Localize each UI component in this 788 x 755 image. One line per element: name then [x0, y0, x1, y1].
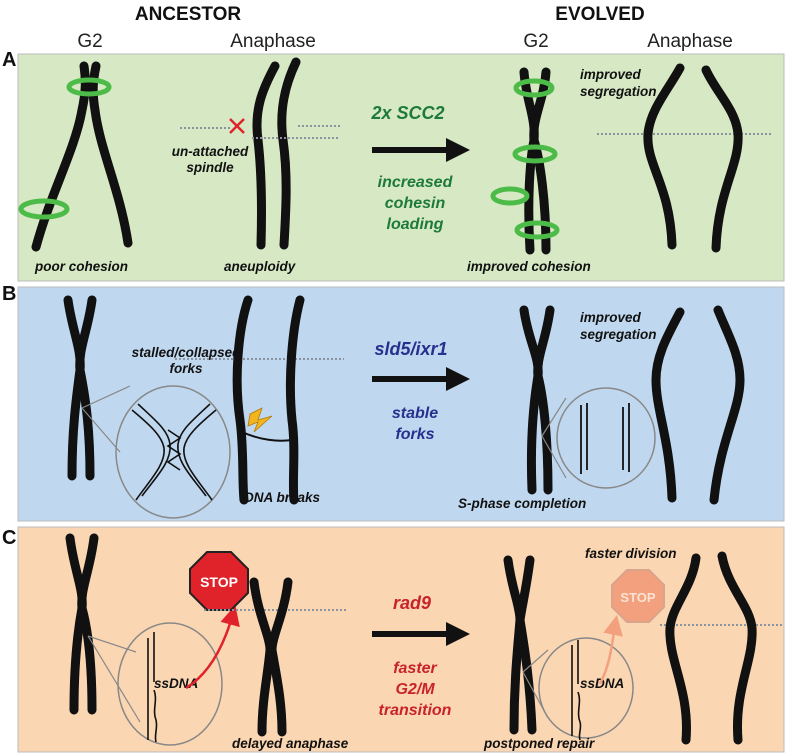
b-stable-fork-zoom	[541, 387, 656, 489]
panel-b: B stalled/collapsed forks DNA breaks	[2, 283, 785, 522]
stop-sign-text: STOP	[200, 574, 238, 590]
effect-line-2: cohesin	[385, 195, 446, 212]
cohesin-ring	[513, 78, 555, 98]
faded-stop-sign-icon: STOP	[611, 569, 665, 623]
label-postponed: postponed repair	[483, 736, 595, 751]
panel-c-letter: C	[2, 527, 16, 549]
label-aneuploidy: aneuploidy	[224, 259, 297, 274]
c-ssdna-zoom	[87, 622, 223, 746]
stop-sign-icon: STOP	[189, 551, 249, 611]
label-improved-seg-2: segregation	[580, 84, 657, 99]
panel-c: C ssDNA STOP delayed anaphase rad9 fas	[2, 526, 785, 753]
label-sphase: S-phase completion	[458, 496, 586, 511]
a-evolved-anaphase-chromosomes	[643, 63, 743, 253]
col-g2-right: G2	[523, 31, 548, 52]
mutation-2x-scc2: 2x SCC2	[370, 103, 444, 123]
label-stalled-1: stalled/collapsed	[132, 345, 242, 360]
c-anaphase-chromosome	[249, 577, 293, 737]
transition-arrowhead	[446, 622, 470, 646]
cohesin-ring	[18, 198, 70, 220]
cohesin-ring	[66, 77, 112, 97]
cohesin-ring	[490, 186, 530, 206]
effect-line-3: transition	[379, 702, 452, 719]
panel-a-letter: A	[2, 49, 16, 71]
a-g2-chromosome	[18, 61, 133, 252]
cohesin-ring	[512, 144, 558, 164]
transition-arrowhead	[446, 138, 470, 162]
b-fork-zoom	[81, 385, 231, 519]
label-improved-seg-1: improved	[580, 67, 642, 82]
effect-line-1: increased	[378, 174, 454, 191]
c-evolved-g2-chromosome	[503, 555, 537, 735]
effect-line-1: faster	[393, 660, 437, 677]
faded-stop-text: STOP	[620, 590, 655, 605]
signal-arrow	[185, 605, 240, 690]
mutation-rad9: rad9	[393, 593, 431, 613]
label-delayed: delayed anaphase	[232, 736, 349, 751]
mutation-sld5-ixr1: sld5/ixr1	[374, 339, 447, 359]
col-anaphase-left: Anaphase	[230, 31, 316, 52]
b-evolved-anaphase-chromosomes	[651, 305, 745, 505]
label-unattached-1: un-attached	[172, 144, 249, 159]
label-improved-seg-1: improved	[580, 310, 642, 325]
panel-b-letter: B	[2, 283, 16, 305]
evolved-header: EVOLVED	[555, 4, 644, 25]
label-stalled-2: forks	[169, 361, 203, 376]
c-g2-chromosome	[65, 533, 99, 715]
label-poor-cohesion: poor cohesion	[34, 259, 128, 274]
col-g2-left: G2	[77, 31, 102, 52]
label-ssdna-right: ssDNA	[580, 676, 624, 691]
b-evolved-g2-chromosome	[519, 305, 555, 495]
c-evolved-anaphase-chromosomes	[665, 551, 757, 745]
label-improved-cohesion: improved cohesion	[467, 259, 591, 274]
panel-c-background	[17, 526, 785, 753]
effect-line-2: forks	[395, 426, 434, 443]
b-g2-chromosome	[63, 295, 97, 481]
lightning-icon	[247, 407, 273, 433]
a-evolved-g2-chromosome	[490, 67, 560, 255]
transition-arrowhead	[446, 367, 470, 391]
panel-a: A poor cohesion un-attached spindle aneu…	[2, 49, 785, 282]
effect-line-2: G2/M	[395, 681, 435, 698]
label-dna-breaks: DNA breaks	[244, 490, 321, 505]
effect-line-3: loading	[387, 216, 444, 233]
unattached-x-icon	[229, 118, 245, 134]
b-anaphase-chromosome	[232, 295, 305, 505]
col-anaphase-right: Anaphase	[647, 31, 733, 52]
label-unattached-2: spindle	[186, 160, 234, 175]
label-improved-seg-2: segregation	[580, 327, 657, 342]
effect-line-1: stable	[392, 405, 438, 422]
label-faster-division: faster division	[585, 546, 677, 561]
a-anaphase-chromosome	[252, 57, 301, 250]
ancestor-header: ANCESTOR	[135, 4, 242, 25]
cohesin-ring	[514, 220, 560, 240]
c-evolved-ssdna-zoom	[522, 637, 634, 741]
faded-signal-arrow	[598, 615, 623, 685]
